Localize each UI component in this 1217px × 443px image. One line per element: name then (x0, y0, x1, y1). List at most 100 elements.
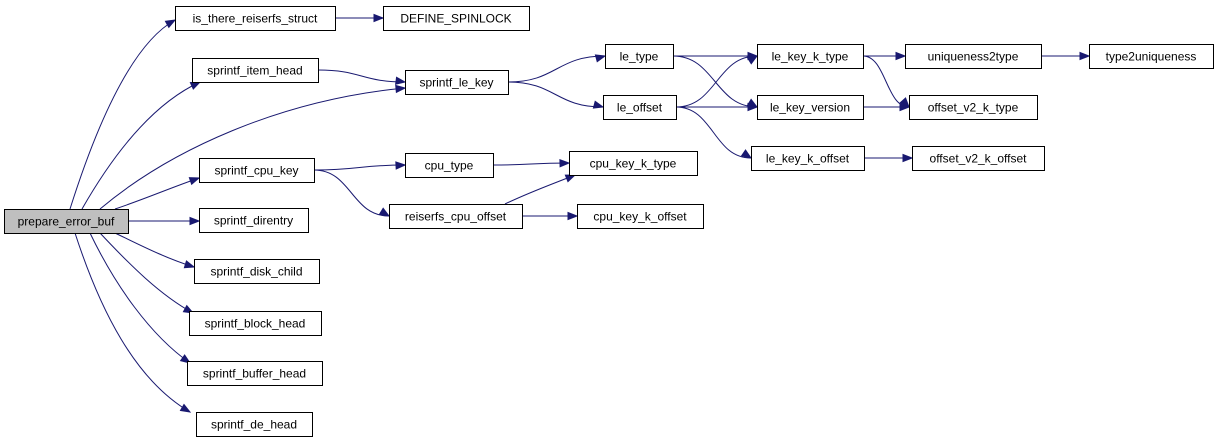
arrowhead (740, 149, 753, 159)
node-le-key-k-type[interactable]: le_key_k_type (757, 44, 864, 69)
node-layer: prepare_error_buf is_there_reiserfs_struc… (4, 6, 1214, 437)
edge-line (507, 81, 604, 108)
edge-prepare-error-buf-to-sprintf-disk-child (114, 232, 196, 269)
node-box (4, 209, 129, 234)
arrowhead (189, 81, 202, 90)
node-label: sprintf_cpu_key (214, 164, 298, 178)
edge-line (675, 55, 758, 108)
node-label: sprintf_direntry (214, 214, 293, 228)
edge-line (317, 69, 406, 83)
node-cpu-key-k-type[interactable]: cpu_key_k_type (569, 151, 698, 176)
node-reiserfs-cpu-offset[interactable]: reiserfs_cpu_offset (389, 204, 523, 229)
edge-line (89, 232, 191, 364)
node-sprintf-buffer-head[interactable]: sprintf_buffer_head (187, 361, 323, 386)
node-box (405, 153, 494, 178)
node-sprintf-de-head[interactable]: sprintf_de_head (196, 412, 313, 437)
node-label: is_there_reiserfs_struct (193, 12, 318, 26)
node-label: offset_v2_k_type (928, 101, 1019, 115)
edge-le-key-version-to-offset-v2-k-type (863, 102, 911, 112)
node-label: le_key_k_type (772, 50, 849, 64)
node-label: le_offset (617, 101, 663, 115)
node-offset-v2-k-type[interactable]: offset_v2_k_type (909, 95, 1038, 120)
arrowhead (895, 51, 907, 61)
node-le-type[interactable]: le_type (605, 44, 674, 69)
node-label: sprintf_le_key (419, 76, 493, 90)
edge-prepare-error-buf-to-sprintf-le-key (99, 84, 407, 210)
edge-line (69, 19, 176, 210)
node-cpu-key-k-offset[interactable]: cpu_key_k_offset (577, 204, 704, 229)
arrowhead (395, 76, 407, 85)
edge-line (99, 232, 194, 314)
edge-le-key-k-type-to-offset-v2-k-type (862, 55, 910, 109)
node-uniqueness2type[interactable]: uniqueness2type (905, 44, 1042, 69)
node-le-offset[interactable]: le_offset (603, 95, 677, 120)
edge-cpu-type-to-cpu-key-k-type (492, 159, 571, 168)
arrowhead (395, 84, 407, 94)
edge-line (675, 106, 752, 159)
node-label: cpu_key_k_type (590, 157, 677, 171)
node-sprintf-direntry[interactable]: sprintf_direntry (199, 208, 309, 233)
node-label: le_key_version (770, 101, 850, 115)
arrowhead (179, 403, 192, 413)
arrowhead (164, 19, 177, 29)
node-box (194, 259, 320, 284)
arrowhead (179, 354, 192, 364)
node-box (577, 204, 704, 229)
edge-sprintf-cpu-key-to-cpu-type (313, 161, 407, 171)
edge-uniqueness2type-to-type2uniqueness (1041, 51, 1091, 61)
arrowhead (746, 55, 759, 65)
arrowhead (373, 13, 385, 23)
node-box (187, 361, 323, 386)
node-box (912, 146, 1045, 171)
node-box (199, 158, 315, 183)
node-le-key-version[interactable]: le_key_version (757, 95, 864, 120)
node-sprintf-disk-child[interactable]: sprintf_disk_child (194, 259, 320, 284)
edge-sprintf-item-head-to-sprintf-le-key (317, 69, 407, 85)
arrowhead (899, 102, 911, 112)
edge-le-key-k-type-to-uniqueness2type (863, 51, 907, 61)
arrowhead (183, 260, 196, 269)
arrowhead (1079, 51, 1091, 61)
node-sprintf-le-key[interactable]: sprintf_le_key (405, 70, 509, 95)
node-box (189, 311, 322, 336)
edge-prepare-error-buf-to-sprintf-de-head (74, 232, 192, 413)
arrowhead (592, 100, 605, 109)
node-type2uniqueness[interactable]: type2uniqueness (1089, 44, 1214, 69)
node-box (905, 44, 1042, 69)
node-label: le_type (620, 50, 659, 64)
node-box (757, 95, 864, 120)
edge-line (114, 177, 200, 210)
edge-line (99, 87, 406, 210)
edge-line (313, 164, 406, 171)
node-box (175, 6, 336, 31)
node-label: prepare_error_buf (18, 215, 115, 229)
node-box (405, 70, 509, 95)
node-box (389, 204, 523, 229)
node-sprintf-block-head[interactable]: sprintf_block_head (189, 311, 322, 336)
node-label: uniqueness2type (928, 50, 1019, 64)
node-label: le_key_k_offset (766, 152, 850, 166)
node-cpu-type[interactable]: cpu_type (405, 153, 494, 178)
edge-line (507, 55, 606, 83)
edge-reiserfs-cpu-offset-to-cpu-key-k-offset (522, 211, 579, 221)
node-prepare-error-buf[interactable]: prepare_error_buf (4, 209, 129, 234)
edge-line (114, 232, 195, 268)
node-label: sprintf_item_head (207, 64, 302, 78)
edge-line (81, 81, 201, 210)
node-label: cpu_type (425, 159, 474, 173)
node-sprintf-cpu-key[interactable]: sprintf_cpu_key (199, 158, 315, 183)
arrowhead (188, 177, 201, 186)
edge-layer (69, 13, 1091, 413)
node-is-there-reiserfs-struct[interactable]: is_there_reiserfs_struct (175, 6, 336, 31)
edge-sprintf-cpu-key-to-reiserfs-cpu-offset (313, 169, 391, 217)
edge-prepare-error-buf-to-sprintf-direntry (128, 216, 201, 226)
node-sprintf-item-head[interactable]: sprintf_item_head (192, 58, 319, 83)
node-define-spinlock[interactable]: DEFINE_SPINLOCK (383, 6, 530, 31)
arrowhead (559, 159, 571, 168)
node-offset-v2-k-offset[interactable]: offset_v2_k_offset (912, 146, 1045, 171)
node-le-key-k-offset[interactable]: le_key_k_offset (751, 146, 865, 171)
edge-prepare-error-buf-to-sprintf-block-head (99, 232, 195, 314)
node-label: sprintf_disk_child (210, 265, 302, 279)
node-label: sprintf_de_head (211, 418, 297, 432)
